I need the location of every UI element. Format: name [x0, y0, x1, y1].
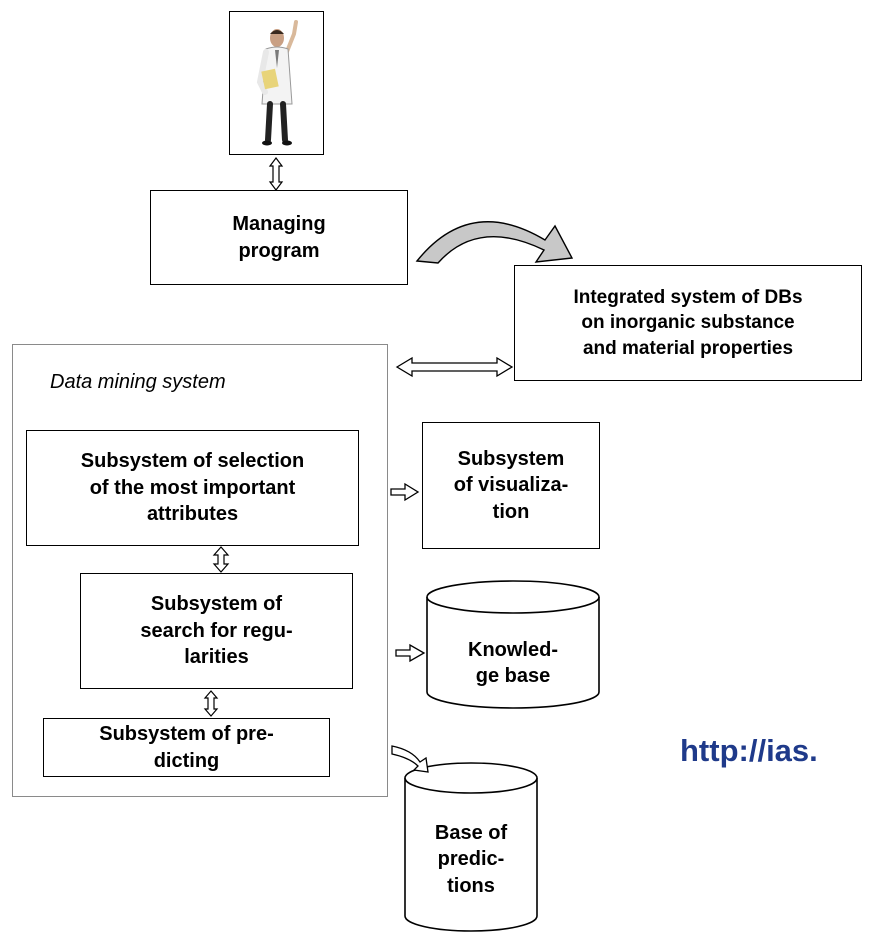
subsystem-visualization-box: Subsystem of visualiza- tion: [422, 422, 600, 549]
base-of-predictions-cylinder: [404, 762, 538, 932]
arrow-to-base-of-predictions: [391, 745, 429, 773]
double-arrow-person-program: [268, 157, 284, 191]
scientist-person-icon: [256, 20, 298, 146]
website-url: http://ias.: [680, 733, 818, 768]
knowledge-base-label: Knowled- ge base: [468, 639, 558, 688]
subsystem-search-label: Subsystem of search for regu- larities: [140, 593, 293, 669]
managing-program-label: Managing program: [232, 213, 326, 262]
scientist-figure: [229, 11, 324, 155]
knowledge-base-cylinder: [426, 580, 600, 709]
double-arrow-selection-search: [212, 546, 230, 573]
arrow-to-visualization: [390, 482, 420, 502]
subsystem-selection-box: Subsystem of selection of the most impor…: [26, 430, 359, 546]
subsystem-selection-label: Subsystem of selection of the most impor…: [80, 450, 305, 526]
subsystem-predicting-label: Subsystem of pre- dicting: [99, 723, 274, 772]
integrated-db-label: Integrated system of DBs on inorganic su…: [573, 287, 803, 359]
subsystem-predicting-box: Subsystem of pre- dicting: [43, 718, 330, 777]
integrated-db-box: Integrated system of DBs on inorganic su…: [514, 265, 862, 381]
base-of-predictions-label: Base of predic- tions: [434, 822, 508, 897]
double-arrow-mining-db: [395, 356, 514, 378]
subsystem-visualization-label: Subsystem of visualiza- tion: [453, 447, 569, 523]
managing-program-box: Managing program: [150, 190, 408, 285]
subsystem-search-box: Subsystem of search for regu- larities: [80, 573, 353, 689]
data-mining-system-label: Data mining system: [50, 371, 226, 393]
curved-arrow-program-to-db: [415, 221, 574, 264]
double-arrow-search-predicting: [203, 690, 219, 717]
arrow-to-knowledge-base: [395, 643, 426, 663]
